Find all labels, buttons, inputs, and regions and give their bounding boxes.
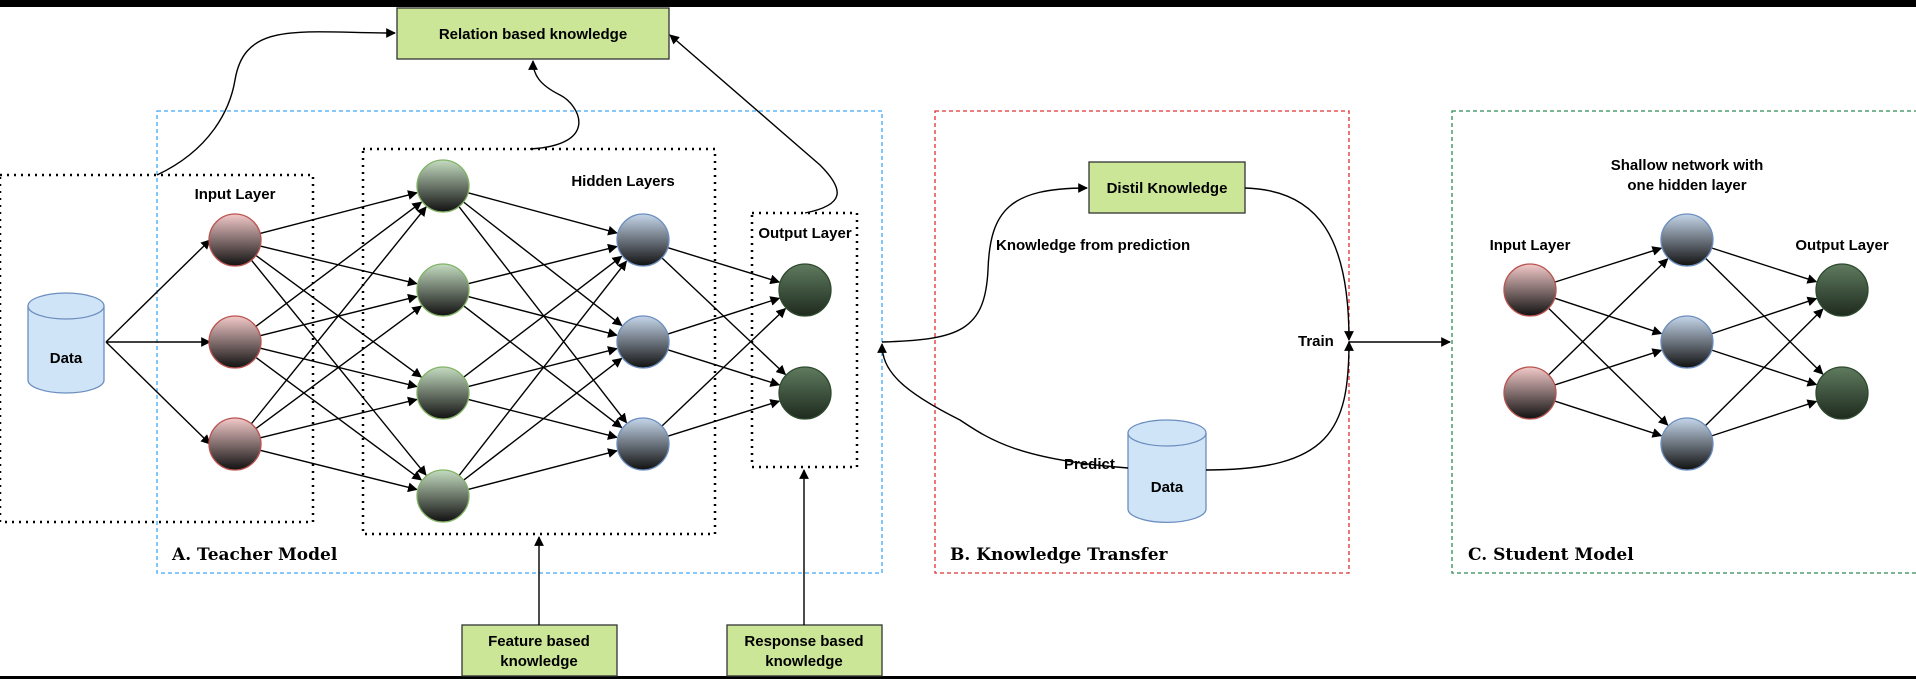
hidden-group-box — [361, 147, 717, 536]
data-to-train-edge — [1205, 341, 1354, 471]
teacher-edge — [458, 260, 627, 476]
teacher-to-distil-edge — [881, 183, 1088, 343]
relation-knowledge-label: Relation based knowledge — [439, 26, 627, 43]
student-edge — [1711, 296, 1818, 335]
teacher-edge — [467, 295, 618, 338]
student-neuron-icon — [1660, 315, 1714, 369]
teacher-neuron-icon — [616, 417, 670, 471]
transfer-data-label: Data — [1151, 479, 1184, 496]
data-to-input-edge-1 — [105, 239, 211, 343]
teacher-model-title: A. Teacher Model — [171, 545, 338, 565]
teacher-model-container — [156, 110, 883, 574]
teacher-neuron-icon — [208, 417, 262, 471]
teacher-output-layer-label: Output Layer — [758, 225, 852, 242]
teacher-edge — [661, 307, 787, 427]
student-neuron-icon — [1660, 417, 1714, 471]
teacher-neuron-icon — [616, 315, 670, 369]
student-model-container — [1451, 110, 1916, 574]
output-to-relation-edge — [669, 34, 838, 214]
student-edge — [1554, 297, 1663, 336]
relation-knowledge-box — [396, 7, 670, 60]
student-neuron-icon — [1815, 366, 1869, 420]
student-edge — [1548, 258, 1669, 376]
distil-to-train-edge — [1244, 187, 1354, 341]
teacher-edge — [468, 243, 618, 285]
teacher-edge — [463, 305, 623, 429]
response-knowledge-label-line1: Response based — [744, 633, 863, 650]
student-edge — [1548, 307, 1669, 426]
teacher-network-edges — [250, 190, 787, 493]
knowledge-transfer-title: B. Knowledge Transfer — [950, 545, 1169, 565]
teacher-edge — [467, 448, 618, 491]
teacher-neuron-icon — [416, 263, 470, 317]
feature-knowledge-label-line2: knowledge — [500, 653, 578, 670]
student-edge — [1554, 246, 1663, 283]
student-model-title: C. Student Model — [1468, 545, 1634, 565]
teacher-data-label: Data — [50, 350, 83, 367]
student-edge — [1554, 400, 1663, 438]
student-edge — [1711, 399, 1818, 437]
data-to-input-edge-3 — [105, 341, 211, 445]
teacher-edge — [463, 201, 623, 326]
bottom-border-bar — [0, 676, 1916, 679]
distil-knowledge-box — [1088, 161, 1246, 214]
teacher-edge — [259, 190, 418, 235]
teacher-edge — [260, 449, 418, 493]
top-border-bar — [0, 0, 1916, 7]
teacher-neuron-icon — [208, 213, 262, 267]
student-title-line2: one hidden layer — [1627, 177, 1746, 194]
teacher-hidden-layers-label: Hidden Layers — [571, 173, 674, 190]
teacher-neuron-icon — [778, 263, 832, 317]
response-knowledge-box — [726, 624, 883, 677]
teacher-neuron-icon — [416, 159, 470, 213]
teacher-edge — [667, 246, 781, 285]
hidden-to-relation-edge — [528, 60, 580, 150]
student-input-layer-label: Input Layer — [1490, 237, 1571, 254]
student-neuron-icon — [1503, 263, 1557, 317]
teacher-input-layer-label: Input Layer — [195, 186, 276, 203]
data-cylinder-icon — [27, 292, 105, 394]
teacher-edge — [255, 201, 423, 327]
train-label: Train — [1298, 333, 1334, 350]
student-neuron-icon — [1815, 263, 1869, 317]
teacher-neuron-icon — [208, 315, 262, 369]
feature-knowledge-label-line1: Feature based — [488, 633, 590, 650]
teacher-neuron-icon — [416, 469, 470, 523]
student-neuron-icon — [1660, 213, 1714, 267]
predict-label: Predict — [1064, 456, 1115, 473]
student-title-line1: Shallow network with — [1611, 157, 1764, 174]
teacher-edge — [467, 192, 618, 236]
student-edge — [1704, 308, 1824, 427]
teacher-edge — [255, 305, 423, 430]
student-edge — [1554, 348, 1663, 386]
teacher-neuron-icon — [778, 366, 832, 420]
student-edge — [1711, 247, 1818, 284]
teacher-edge — [468, 398, 618, 440]
knowledge-from-prediction-label: Knowledge from prediction — [996, 237, 1190, 254]
teacher-edge — [260, 396, 418, 439]
response-knowledge-label-line2: knowledge — [765, 653, 843, 670]
student-network-edges — [1548, 246, 1824, 438]
student-neuron-icon — [1503, 366, 1557, 420]
teacher-edge — [458, 206, 628, 424]
student-output-layer-label: Output Layer — [1795, 237, 1889, 254]
distil-knowledge-label: Distil Knowledge — [1107, 180, 1228, 197]
teacher-edge — [463, 255, 623, 378]
teacher-neuron-icon — [416, 366, 470, 420]
data-predict-edge — [877, 343, 1129, 469]
teacher-neuron-icon — [616, 213, 670, 267]
output-group-box — [750, 211, 859, 469]
teacher-edge — [250, 206, 427, 425]
data-cylinder-icon — [1127, 419, 1207, 523]
feature-knowledge-box — [461, 624, 618, 677]
teacher-edge — [667, 296, 781, 335]
teacher-edge — [667, 399, 781, 437]
teacher-edge — [463, 357, 623, 481]
input-to-relation-edge — [156, 28, 396, 176]
